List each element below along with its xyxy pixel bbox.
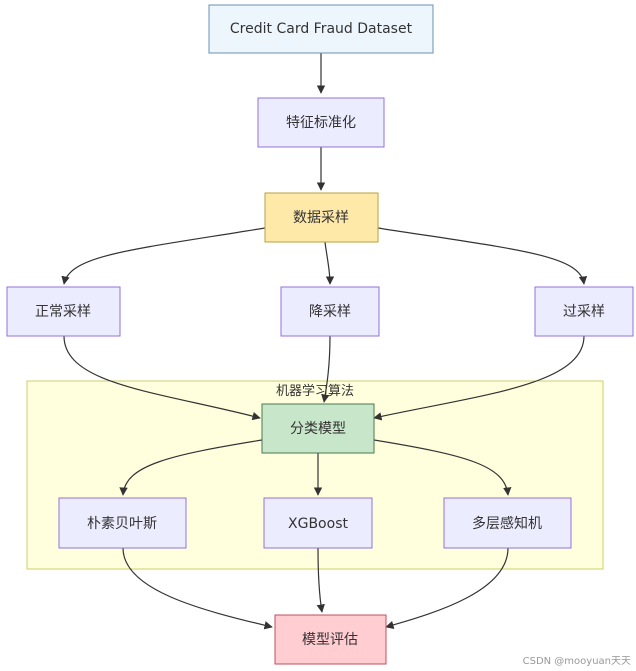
edge-mlp-eval [385, 547, 509, 630]
node-classifier-label: 分类模型 [290, 421, 346, 437]
node-naive-bayes[interactable]: 朴素贝叶斯 [58, 497, 187, 549]
edge-classifier-nb [119, 439, 263, 496]
node-dataset-label: Credit Card Fraud Dataset [230, 21, 413, 37]
edge-over-classifier [373, 335, 585, 421]
watermark: CSDN @mooyuan天天 [523, 656, 631, 667]
node-xgboost-label: XGBoost [288, 516, 348, 532]
node-dataset[interactable]: Credit Card Fraud Dataset [208, 4, 434, 54]
node-evaluation-label: 模型评估 [302, 632, 358, 648]
ml-algorithms-group-label: 机器学习算法 [276, 383, 354, 399]
edge-under-classifier [321, 335, 331, 403]
node-normal-sampling-label: 正常采样 [35, 304, 91, 320]
node-standardize[interactable]: 特征标准化 [257, 97, 385, 148]
node-mlp[interactable]: 多层感知机 [443, 497, 572, 549]
node-standardize-label: 特征标准化 [286, 115, 356, 131]
edge-sampling-under [324, 241, 335, 285]
node-naive-bayes-label: 朴素贝叶斯 [87, 516, 157, 532]
edge-xgb-eval [316, 547, 325, 613]
node-xgboost[interactable]: XGBoost [263, 497, 373, 549]
node-sampling[interactable]: 数据采样 [264, 192, 379, 243]
node-under-sampling-label: 降采样 [309, 304, 351, 320]
node-under-sampling[interactable]: 降采样 [280, 286, 380, 337]
node-sampling-label: 数据采样 [293, 210, 349, 226]
edge-normal-classifier [63, 335, 261, 421]
node-normal-sampling[interactable]: 正常采样 [6, 286, 121, 337]
edge-sampling-normal [61, 227, 266, 285]
node-over-sampling[interactable]: 过采样 [534, 286, 634, 337]
edge-sampling-over [377, 227, 588, 285]
node-over-sampling-label: 过采样 [563, 304, 605, 320]
edge-classifier-mlp [373, 439, 512, 496]
edge-nb-eval [122, 547, 273, 630]
node-mlp-label: 多层感知机 [472, 515, 542, 532]
node-classifier[interactable]: 分类模型 [261, 403, 375, 454]
node-evaluation[interactable]: 模型评估 [274, 614, 387, 665]
